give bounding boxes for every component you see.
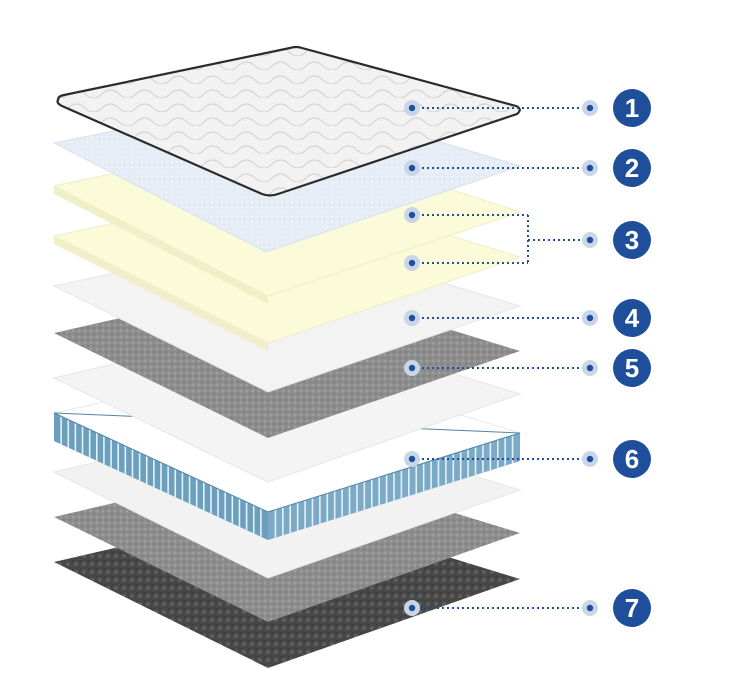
layer-badge-5: 5 <box>613 349 651 387</box>
leader-dot-end-2 <box>582 160 598 176</box>
leader-dot-source-5 <box>404 360 420 376</box>
leader-dot-source-3 <box>404 255 420 271</box>
leader-dot-end-6 <box>582 451 598 467</box>
layer-number-5: 5 <box>625 353 639 383</box>
layer-number-6: 6 <box>625 444 639 474</box>
leader-dot-end-1 <box>582 100 598 116</box>
layer-number-3: 3 <box>625 225 639 255</box>
layer-badge-4: 4 <box>613 299 651 337</box>
layer-number-1: 1 <box>625 93 639 123</box>
leader-dot-end-3 <box>582 232 598 248</box>
layer-number-7: 7 <box>625 593 639 623</box>
leader-dot-source-7 <box>404 600 420 616</box>
leader-dot-source-2 <box>404 160 420 176</box>
layer-badge-1: 1 <box>613 89 651 127</box>
leader-dot-source-1 <box>404 100 420 116</box>
layer-badge-2: 2 <box>613 149 651 187</box>
layer-badge-6: 6 <box>613 440 651 478</box>
layer-number-4: 4 <box>625 303 640 333</box>
leader-dot-source-3 <box>404 207 420 223</box>
layer-number-2: 2 <box>625 153 639 183</box>
leader-dot-end-7 <box>582 600 598 616</box>
leader-dot-end-5 <box>582 360 598 376</box>
leader-dots <box>404 100 598 616</box>
leader-lines <box>412 107 590 609</box>
leader-dot-source-4 <box>404 310 420 326</box>
layer-badge-3: 3 <box>613 221 651 259</box>
leader-dot-source-6 <box>404 451 420 467</box>
leader-dot-end-4 <box>582 310 598 326</box>
layer-quilted-cover <box>56 45 521 197</box>
number-badges: 1 2 3 4 5 6 7 <box>613 89 651 627</box>
layer-badge-7: 7 <box>613 589 651 627</box>
